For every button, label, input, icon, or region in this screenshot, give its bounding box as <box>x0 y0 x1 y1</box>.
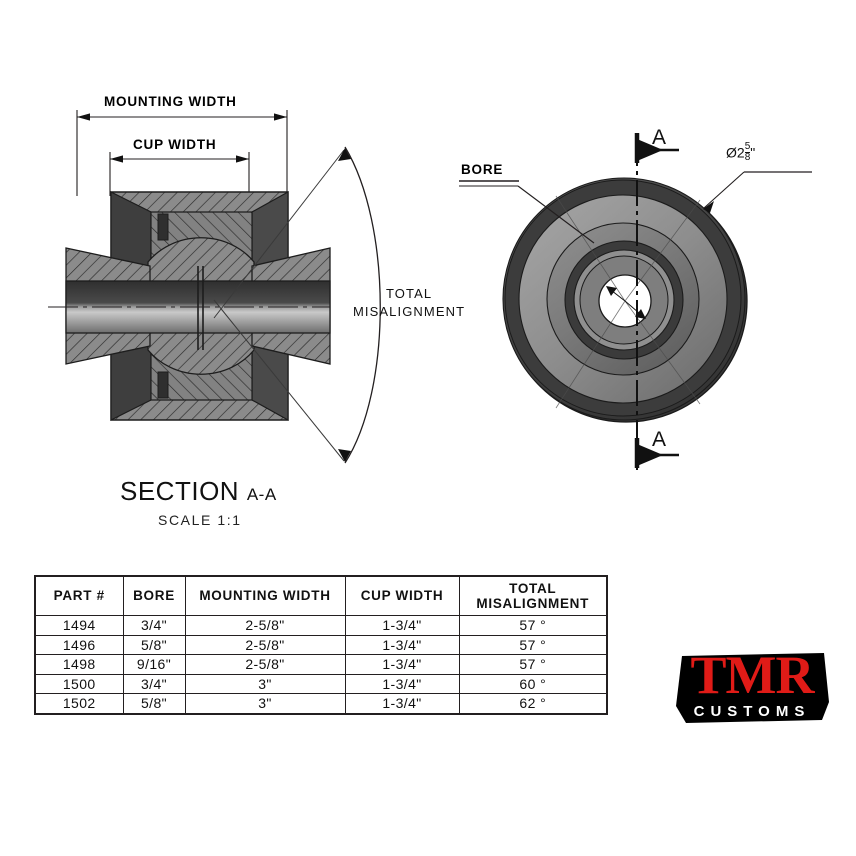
cell-total-misalignment: 57 ° <box>458 615 608 636</box>
diameter-symbol-value: Ø2 <box>726 144 745 161</box>
total-misalignment-label: TOTAL MISALIGNMENT <box>353 285 465 320</box>
section-marker-bottom <box>634 438 679 468</box>
cell-total-misalignment: 57 ° <box>458 654 608 675</box>
table-header-row: PART # BORE MOUNTING WIDTH CUP WIDTH TOT… <box>34 575 608 616</box>
cell-mounting-width: 3" <box>184 693 346 714</box>
col-header-part: PART # <box>34 575 124 616</box>
mounting-width-label: MOUNTING WIDTH <box>104 94 237 109</box>
section-marker-top-label: A <box>652 126 667 149</box>
col-header-total-misalignment: TOTAL MISALIGNMENT <box>458 575 608 616</box>
diameter-fraction-denominator: 8 <box>744 152 751 164</box>
cell-cup-width: 1-3/4" <box>344 615 460 636</box>
col-header-total-line1: TOTAL <box>509 580 557 596</box>
section-title-text: SECTION <box>120 476 240 506</box>
bore-label: BORE <box>461 162 504 177</box>
cell-cup-width: 1-3/4" <box>344 673 460 694</box>
cell-part: 1498 <box>34 654 124 675</box>
section-title: SECTION A-A <box>120 476 277 507</box>
col-header-mounting-width: MOUNTING WIDTH <box>184 575 346 616</box>
cell-total-misalignment: 60 ° <box>458 673 608 694</box>
tmr-customs-logo: TMR CUSTOMS <box>672 647 832 728</box>
spec-table: PART # BORE MOUNTING WIDTH CUP WIDTH TOT… <box>34 575 608 715</box>
diameter-arrowhead <box>703 201 714 213</box>
extension-lines <box>76 110 288 196</box>
diameter-fraction-numerator: 5 <box>744 141 751 152</box>
cell-mounting-width: 2-5/8" <box>184 634 346 655</box>
cup-width-label: CUP WIDTH <box>133 137 217 152</box>
cell-part: 1500 <box>34 673 124 694</box>
bore-leader <box>459 185 595 244</box>
cell-part: 1502 <box>34 693 124 714</box>
cell-bore: 9/16" <box>122 654 186 675</box>
section-ref: A-A <box>246 485 277 504</box>
bearing-cross-section <box>48 190 331 422</box>
arc-arrowheads <box>338 148 351 462</box>
cell-bore: 3/4" <box>122 673 186 694</box>
col-header-total-line2: MISALIGNMENT <box>476 596 590 611</box>
section-marker-bottom-label: A <box>652 428 667 451</box>
diameter-unit: " <box>750 144 756 161</box>
col-header-bore: BORE <box>122 575 186 616</box>
cell-part: 1494 <box>34 615 124 636</box>
dimension-arrowheads <box>77 113 287 163</box>
cell-part: 1496 <box>34 634 124 655</box>
cell-cup-width: 1-3/4" <box>344 693 460 714</box>
logo-svg <box>676 653 829 723</box>
cell-mounting-width: 2-5/8" <box>184 654 346 675</box>
scale-label: SCALE 1:1 <box>158 512 242 528</box>
front-view <box>459 133 810 470</box>
cell-bore: 5/8" <box>122 693 186 714</box>
cell-bore: 3/4" <box>122 615 186 636</box>
cell-total-misalignment: 57 ° <box>458 634 608 655</box>
total-misalignment-arc <box>213 146 381 464</box>
total-misalignment-line2: MISALIGNMENT <box>353 303 466 319</box>
total-misalignment-line1: TOTAL <box>385 286 433 301</box>
logo-tagline: CUSTOMS <box>693 703 811 720</box>
cell-cup-width: 1-3/4" <box>344 654 460 675</box>
cell-bore: 5/8" <box>122 634 186 655</box>
col-header-cup-width: CUP WIDTH <box>344 575 460 616</box>
cell-cup-width: 1-3/4" <box>344 634 460 655</box>
cell-total-misalignment: 62 ° <box>458 693 608 714</box>
dimension-lines <box>77 116 287 160</box>
cell-mounting-width: 2-5/8" <box>184 615 346 636</box>
section-marker-top <box>634 133 679 163</box>
logo-brand: TMR <box>689 645 816 705</box>
cell-mounting-width: 3" <box>184 673 346 694</box>
diameter-leader <box>703 171 810 209</box>
section-view <box>48 110 381 464</box>
